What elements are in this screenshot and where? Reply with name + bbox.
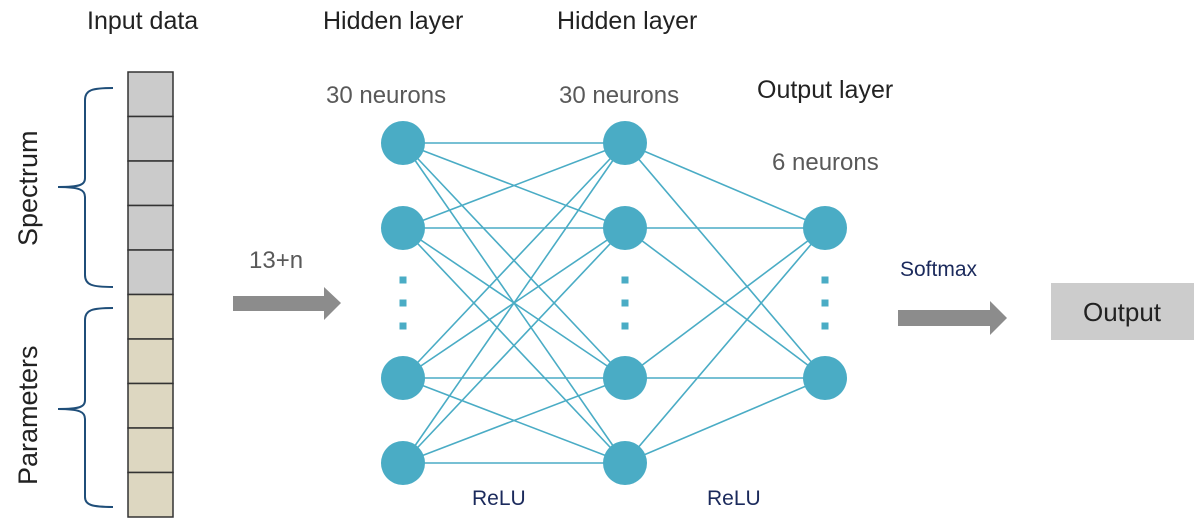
hidden1-neuron [381,206,425,250]
hidden2-neuron [603,356,647,400]
parameter-cell [127,471,174,518]
hidden1-ellipsis-dot [399,299,407,307]
parameters-label: Parameters [13,345,43,485]
spectrum-cell [127,160,174,207]
connection-edge [402,377,626,464]
spectrum-label: Spectrum [13,130,43,246]
input-dimension-label: 13+n [249,247,303,274]
output-ellipsis-dot [821,322,829,330]
hidden-layer-1-count: 30 neurons [326,82,446,109]
spectrum-cell [127,249,174,296]
connection-edge [402,142,626,464]
connection-edge [402,142,626,229]
hidden-layer-1-header: Hidden layer [323,7,463,35]
hidden-layer-2-header: Hidden layer [557,7,697,35]
hidden1-ellipsis-dot [399,322,407,330]
output-neuron [803,206,847,250]
connections [402,142,826,464]
parameter-cell [127,382,174,429]
spectrum-cell [127,71,174,118]
output-ellipsis-dot [821,276,829,284]
output-box-label: Output [1083,297,1162,327]
hidden1-neuron [381,356,425,400]
connection-edge [402,227,626,464]
connection-edge [624,227,826,464]
hidden2-neuron [603,121,647,165]
parameter-cell [127,293,174,340]
spectrum-cell [127,204,174,251]
input-arrow-icon [233,287,341,320]
parameter-cell [127,427,174,474]
hidden2-ellipsis-dot [621,276,629,284]
output-arrow-icon [898,301,1007,335]
hidden1-ellipsis-dot [399,276,407,284]
hidden-layer-1-activation: ReLU [472,487,526,510]
neurons [381,121,847,485]
connection-edge [402,142,626,379]
output-layer-header: Output layer [757,76,893,104]
hidden-layer-2-activation: ReLU [707,487,761,510]
spectrum-brace [57,87,114,288]
output-neuron [803,356,847,400]
connection-edge [624,227,826,379]
hidden1-neuron [381,121,425,165]
connection-edge [624,142,826,379]
input-vector [127,71,174,518]
input-data-header: Input data [87,7,198,35]
parameter-cell [127,338,174,385]
connection-edge [624,377,826,464]
hidden2-ellipsis-dot [621,299,629,307]
hidden1-neuron [381,441,425,485]
output-box [1051,283,1194,340]
spectrum-cell [127,115,174,162]
hidden2-neuron [603,441,647,485]
hidden2-neuron [603,206,647,250]
output-layer-count: 6 neurons [772,149,879,176]
output-activation: Softmax [900,258,978,281]
hidden-layer-2-count: 30 neurons [559,82,679,109]
parameters-brace [57,307,114,508]
connection-edge [624,142,826,229]
output-ellipsis-dot [821,299,829,307]
hidden2-ellipsis-dot [621,322,629,330]
